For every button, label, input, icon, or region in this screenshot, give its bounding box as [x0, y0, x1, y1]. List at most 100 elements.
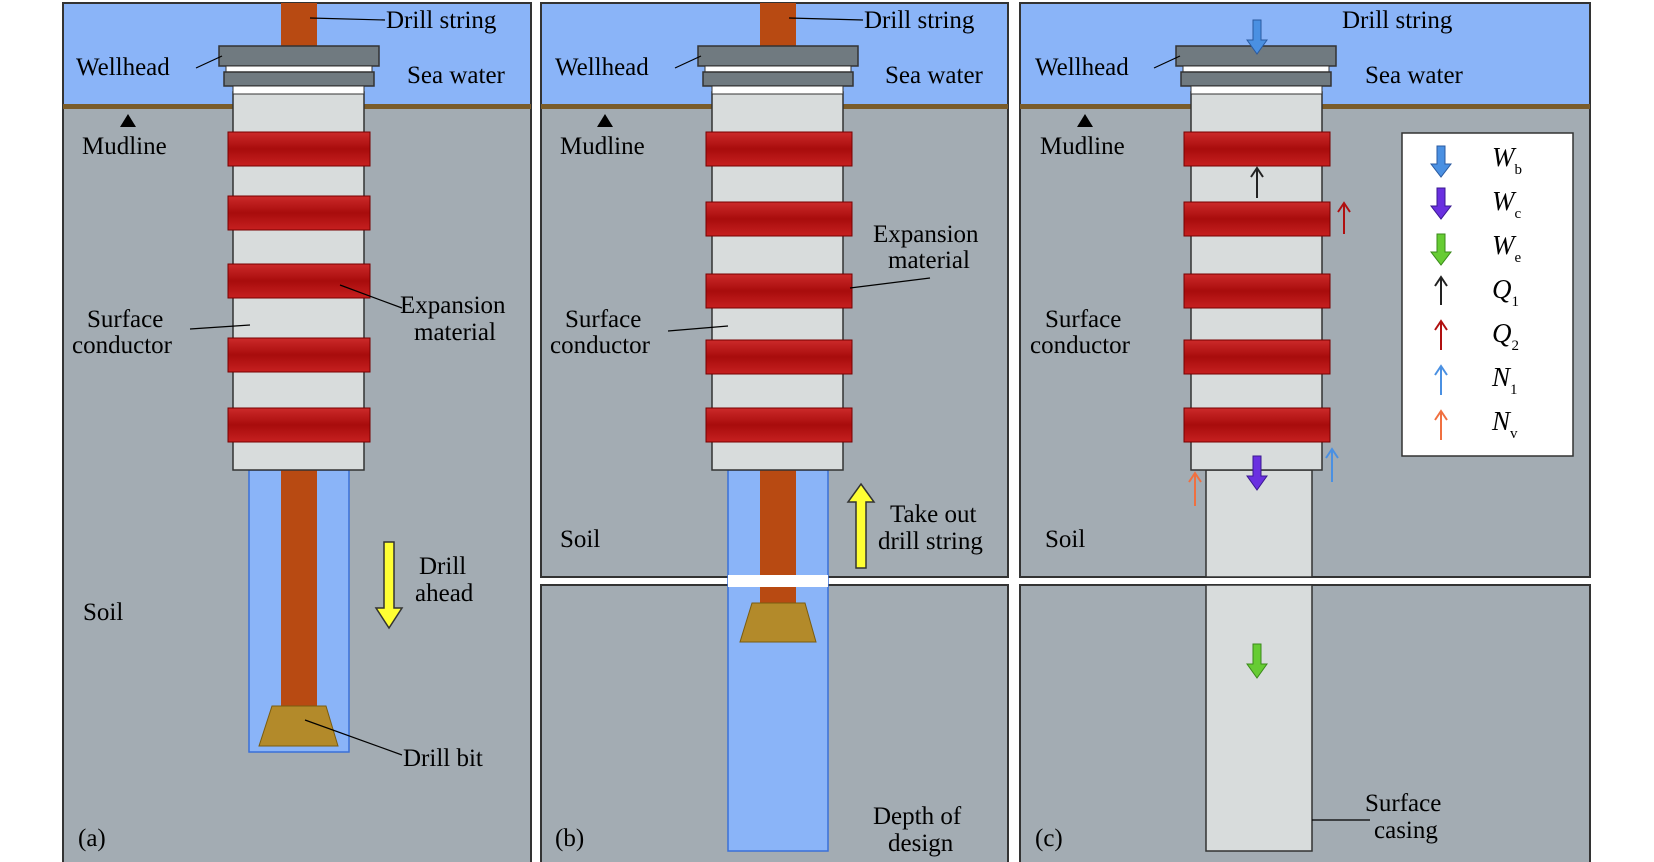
drill-string — [760, 470, 796, 575]
wellhead-base — [1180, 71, 1332, 87]
expansion-band — [705, 273, 853, 309]
expansion-band — [227, 407, 371, 443]
depth-label-1: Depth of — [873, 803, 962, 830]
leader-line — [339, 284, 403, 309]
expansion-band — [1183, 273, 1331, 309]
n1-force-arrow-icon — [1325, 447, 1339, 482]
leader-line — [189, 324, 251, 330]
q1-force-arrow-icon — [1250, 166, 1264, 198]
drill-bit-label: Drill bit — [403, 745, 483, 772]
legend-wb-label: Wb — [1492, 142, 1522, 178]
expansion-label-2: material — [888, 247, 970, 274]
expansion-band — [705, 201, 853, 237]
leader-line — [667, 325, 729, 332]
drill-string-label: Drill string — [1342, 7, 1453, 34]
wellhead-label: Wellhead — [1035, 54, 1129, 81]
surface-conductor-label-1: Surface — [1045, 306, 1121, 333]
leader-line — [309, 17, 386, 21]
we-load-arrow-icon — [1246, 643, 1268, 679]
surface-conductor-label-2: conductor — [550, 332, 651, 359]
legend-q1-label: Q1 — [1492, 274, 1519, 310]
surface-conductor-label-1: Surface — [87, 306, 163, 333]
break-gap — [728, 575, 828, 587]
surface-conductor-label-2: conductor — [72, 332, 173, 359]
q2-force-arrow-icon — [1337, 201, 1351, 234]
wellhead-base — [702, 71, 854, 87]
drill-string-lower — [760, 587, 796, 603]
sea-water-label: Sea water — [1365, 62, 1464, 89]
expansion-band — [227, 131, 371, 167]
legend-wc-label: Wc — [1492, 186, 1522, 222]
expansion-band — [705, 407, 853, 443]
expansion-label-2: material — [414, 319, 496, 346]
panel-b: Drill string Wellhead Sea water Mudline … — [540, 2, 1009, 862]
surface-conductor-label-2: conductor — [1030, 332, 1131, 359]
expansion-band — [227, 195, 371, 231]
wellhead-flange — [225, 65, 373, 73]
drill-bit — [258, 705, 339, 747]
wellhead-flange — [704, 65, 852, 73]
wellhead-label: Wellhead — [555, 54, 649, 81]
take-out-arrow-icon — [846, 482, 876, 569]
wellhead-flange — [1182, 65, 1330, 73]
legend-wc-icon — [1429, 187, 1453, 220]
leader-line — [849, 277, 931, 289]
expansion-band — [227, 337, 371, 373]
legend-nv-label: Nv — [1491, 406, 1518, 442]
wellhead-label: Wellhead — [76, 54, 170, 81]
nv-force-arrow-icon — [1188, 471, 1202, 506]
drill-string — [281, 470, 317, 710]
mudline-label: Mudline — [82, 133, 167, 160]
wellhead — [218, 45, 380, 67]
soil-label: Soil — [1045, 526, 1085, 553]
expansion-band — [1183, 131, 1331, 167]
soil-label: Soil — [560, 526, 600, 553]
leader-line — [304, 719, 403, 756]
legend: Wb Wc We Q1 Q2 N1 — [1401, 132, 1574, 457]
wellhead — [697, 45, 859, 67]
panel-tag: (c) — [1035, 825, 1063, 852]
surface-casing-label-2: casing — [1374, 817, 1438, 844]
surface-conductor-label-1: Surface — [565, 306, 641, 333]
expansion-band — [1183, 407, 1331, 443]
wellhead-base — [223, 71, 375, 87]
surface-casing-label-1: Surface — [1365, 790, 1441, 817]
legend-nv-icon — [1434, 409, 1448, 440]
wellhead-collar — [711, 85, 844, 95]
expansion-band — [1183, 201, 1331, 237]
expansion-band — [705, 339, 853, 375]
mudline-triangle-icon — [1077, 114, 1093, 127]
surface-casing-lower — [1205, 584, 1313, 852]
take-out-label-2: drill string — [878, 528, 983, 555]
panel-a: Drill string Wellhead Sea water Mudline … — [62, 2, 532, 862]
legend-we-label: We — [1492, 230, 1522, 266]
panel-tag: (a) — [78, 825, 106, 852]
expansion-band — [705, 131, 853, 167]
mudline-label: Mudline — [560, 133, 645, 160]
mudline-triangle-icon — [120, 114, 136, 127]
legend-q1-icon — [1434, 275, 1448, 305]
expansion-band — [227, 263, 371, 299]
sea-water-label: Sea water — [407, 62, 506, 89]
wellhead-collar — [232, 85, 365, 95]
soil-label: Soil — [83, 599, 123, 626]
legend-we-icon — [1429, 233, 1453, 266]
legend-n1-icon — [1434, 364, 1448, 395]
leader-line — [788, 17, 864, 21]
panel-tag: (b) — [555, 825, 584, 852]
leader-line — [1153, 55, 1181, 69]
drill-string-label: Drill string — [864, 7, 975, 34]
expansion-label-1: Expansion — [873, 221, 979, 248]
mudline-label: Mudline — [1040, 133, 1125, 160]
wellhead-collar — [1190, 85, 1323, 95]
drill-string-label: Drill string — [386, 7, 497, 34]
leader-line — [195, 55, 223, 69]
drill-ahead-label-1: Drill — [419, 553, 466, 580]
drill-ahead-label-2: ahead — [415, 580, 474, 607]
wc-load-arrow-icon — [1246, 455, 1268, 491]
legend-box — [1401, 132, 1574, 457]
depth-label-2: design — [888, 830, 954, 857]
legend-wb-icon — [1429, 145, 1453, 178]
drill-bit — [739, 602, 817, 643]
